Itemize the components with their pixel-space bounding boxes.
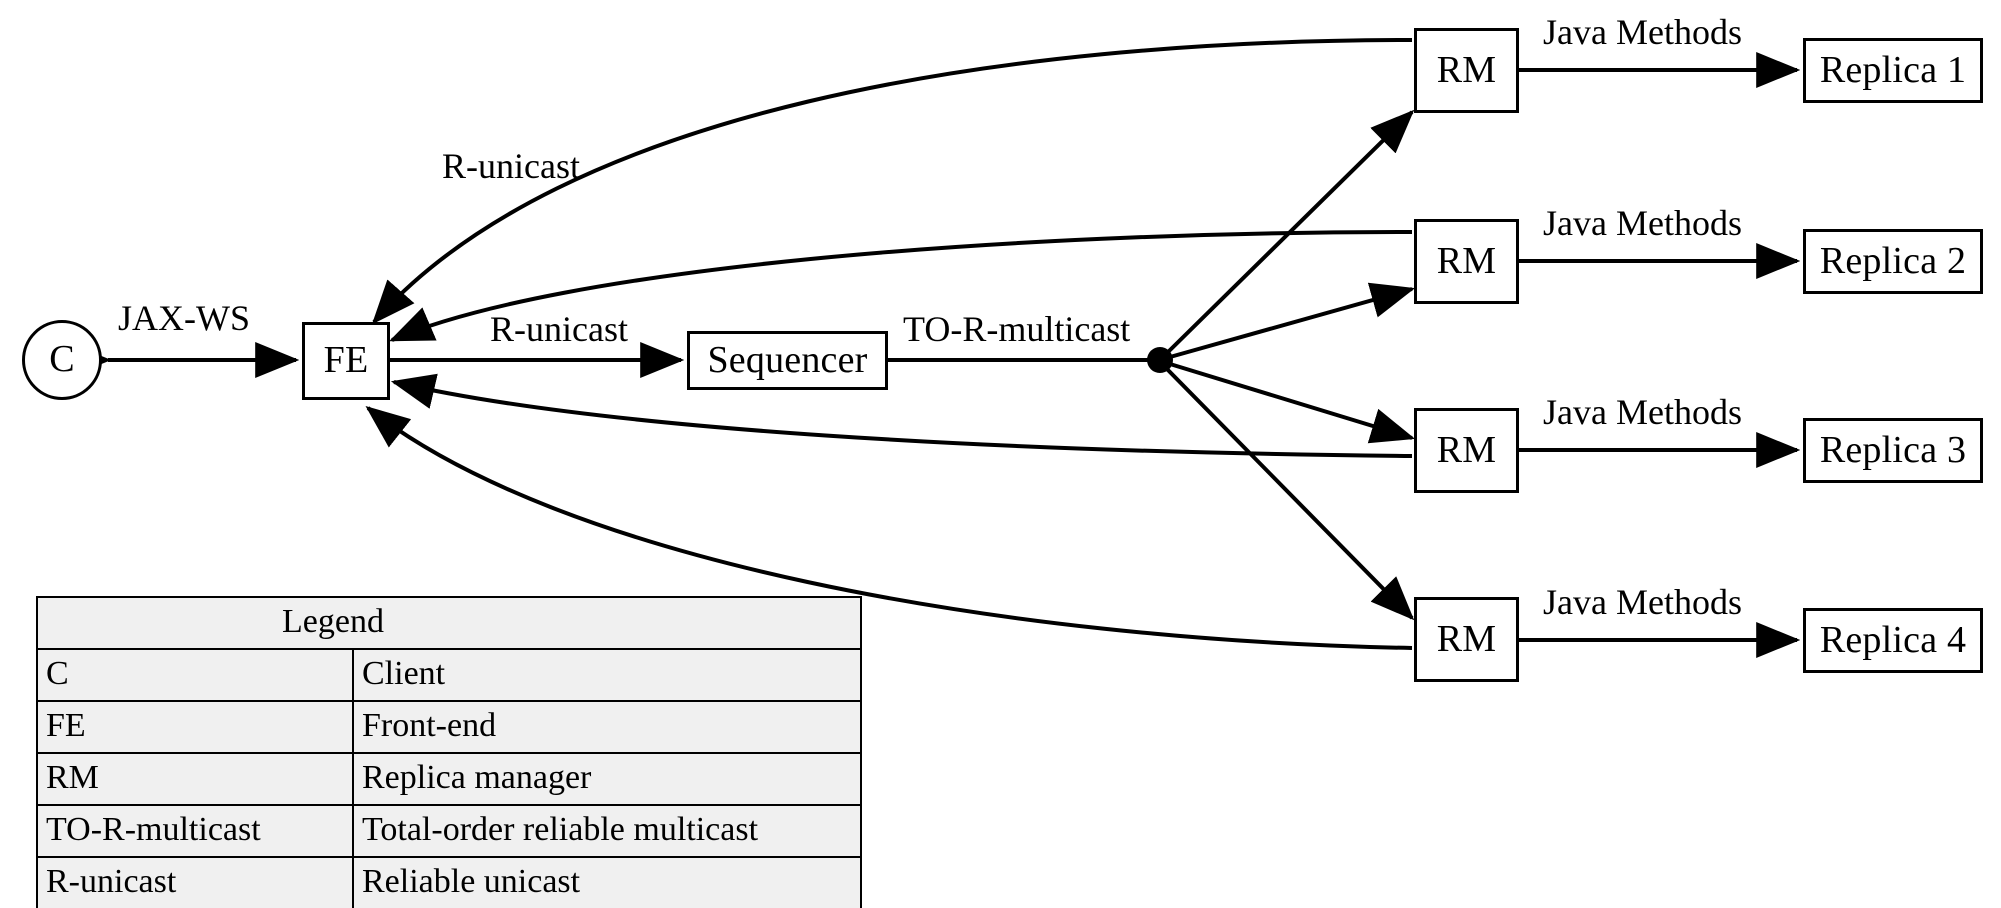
edge-label-java-methods-3: Java Methods [1543,392,1742,432]
node-replica-manager-1[interactable]: RM [1414,28,1519,113]
node-frontend-label: FE [323,339,369,381]
node-client-label: C [49,338,75,380]
node-replica-2[interactable]: Replica 2 [1803,229,1983,294]
node-frontend[interactable]: FE [302,322,390,400]
legend-value-fe: Front-end [352,700,862,754]
table-row: TO-R-multicast Total-order reliable mult… [36,804,862,858]
edge-label-java-methods-2: Java Methods [1543,203,1742,243]
edge-junction-rm-2 [1169,282,1416,359]
node-client[interactable]: C [22,320,102,400]
edge-label-r-unicast-top: R-unicast [442,146,580,186]
edge-junction-rm-3 [1169,362,1416,444]
node-replica-manager-4[interactable]: RM [1414,597,1519,682]
legend-value-to-r-multicast: Total-order reliable multicast [352,804,862,858]
legend-key-c: C [36,648,354,702]
edge-rm1-frontend [371,38,1413,325]
node-replica-1-label: Replica 1 [1819,48,1967,91]
edge-label-java-methods-4: Java Methods [1543,582,1742,622]
legend-key-fe: FE [36,700,354,754]
edge-label-r-unicast-fe-sequencer: R-unicast [490,309,628,349]
node-replica-manager-1-label: RM [1436,48,1497,91]
node-replica-1[interactable]: Replica 1 [1803,38,1983,103]
legend-table: Legend C Client FE Front-end RM Replica … [36,596,862,908]
legend-key-rm: RM [36,752,354,806]
table-row: FE Front-end [36,700,862,754]
edge-rm4-frontend [365,406,1413,650]
legend-header-row: Legend [36,596,862,650]
edge-label-to-r-multicast: TO-R-multicast [903,309,1131,349]
node-replica-manager-4-label: RM [1436,617,1497,660]
legend-value-c: Client [352,648,862,702]
table-row: C Client [36,648,862,702]
node-sequencer[interactable]: Sequencer [687,331,888,390]
node-replica-2-label: Replica 2 [1819,239,1967,282]
table-row: R-unicast Reliable unicast [36,856,862,908]
node-sequencer-label: Sequencer [707,338,868,381]
edge-rm2-frontend [389,230,1413,342]
edge-label-jax-ws: JAX-WS [118,298,250,338]
legend-key-to-r-multicast: TO-R-multicast [36,804,354,858]
node-replica-4[interactable]: Replica 4 [1803,608,1983,673]
legend-title: Legend [36,596,862,650]
node-replica-manager-2[interactable]: RM [1414,219,1519,304]
node-replica-3-label: Replica 3 [1819,428,1967,471]
node-replica-manager-3[interactable]: RM [1414,408,1519,493]
edge-label-java-methods-1: Java Methods [1543,12,1742,52]
edge-junction-rm-4 [1164,366,1415,621]
node-replica-manager-2-label: RM [1436,239,1497,282]
node-replica-3[interactable]: Replica 3 [1803,418,1983,483]
legend-value-rm: Replica manager [352,752,862,806]
legend-value-r-unicast: Reliable unicast [352,856,862,908]
edge-rm3-frontend [390,373,1413,458]
legend-key-r-unicast: R-unicast [36,856,354,908]
node-replica-4-label: Replica 4 [1819,618,1967,661]
node-replica-manager-3-label: RM [1436,428,1497,471]
table-row: RM Replica manager [36,752,862,806]
